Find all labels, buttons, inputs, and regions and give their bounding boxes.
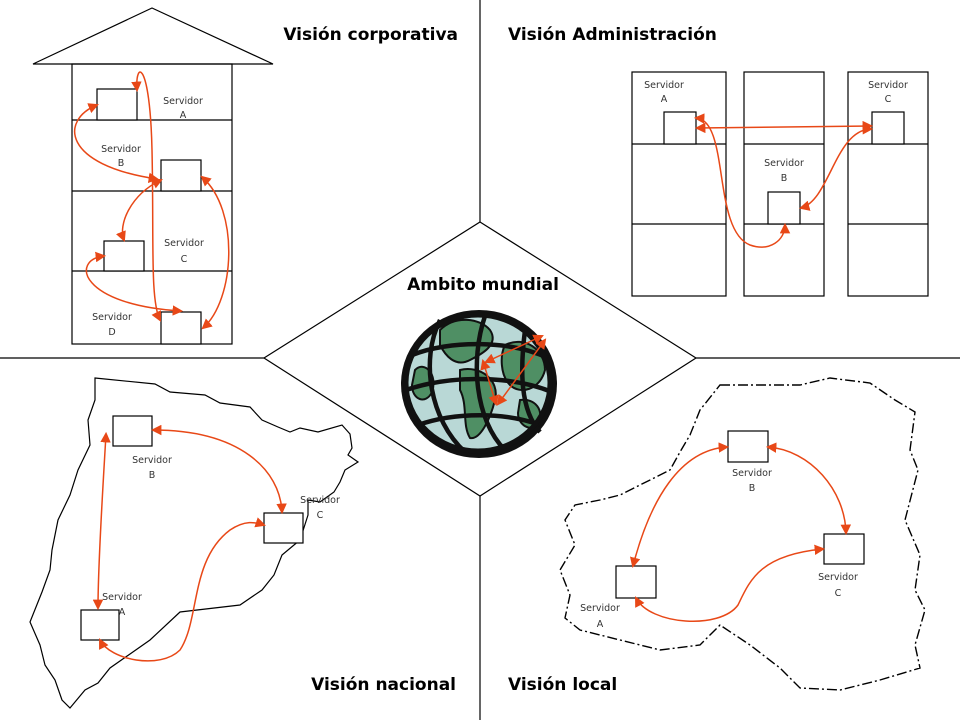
svg-text:A: A (119, 607, 126, 618)
link-corp-a-d (131, 71, 161, 322)
svg-text:B: B (781, 173, 788, 184)
svg-text:C: C (181, 254, 188, 265)
local-server-a-label: Servidor (580, 603, 620, 614)
svg-text:D: D (108, 327, 115, 338)
svg-text:A: A (180, 110, 187, 121)
title-world: Ambito mundial (407, 275, 559, 295)
title-corporate: Visión corporativa (283, 25, 458, 45)
local-links (630, 442, 852, 622)
title-national: Visión nacional (311, 675, 456, 695)
link-nat-b-c (150, 424, 287, 515)
svg-text:C: C (885, 94, 892, 105)
link-corp-c-d (85, 251, 184, 316)
local-servers: Servidor A Servidor B Servidor C (580, 430, 865, 630)
corporate-server-d-box[interactable] (160, 311, 202, 345)
link-admin-a-b (693, 113, 791, 248)
local-server-c-box[interactable] (823, 533, 865, 565)
link-nat-a-c (99, 517, 266, 662)
svg-text:A: A (597, 619, 604, 630)
link-admin-a-c (694, 120, 874, 134)
svg-text:B: B (118, 158, 125, 169)
link-corp-b-c (116, 178, 163, 242)
corporate-server-a-box[interactable] (96, 88, 138, 121)
svg-text:B: B (149, 470, 156, 481)
globe-icon (401, 310, 557, 458)
link-corp-a-b (73, 103, 160, 183)
link-local-b-c (765, 442, 852, 536)
national-links (92, 424, 287, 662)
link-local-a-b (630, 442, 730, 569)
country-outline (29, 377, 360, 709)
world-diamond (262, 221, 698, 497)
title-local: Visión local (508, 675, 617, 695)
national-server-a-label: Servidor (102, 592, 142, 603)
corporate-servers: Servidor A Servidor B Servidor C Servido… (92, 88, 204, 345)
local-server-a-box[interactable] (615, 565, 657, 599)
svg-text:C: C (835, 588, 842, 599)
link-corp-b-d (200, 175, 230, 330)
admin-server-c-box[interactable] (871, 111, 905, 145)
corporate-server-c-box[interactable] (103, 240, 145, 272)
local-server-b-label: Servidor (732, 468, 772, 479)
national-server-a-box[interactable] (80, 609, 120, 641)
admin-towers (631, 71, 929, 297)
link-local-a-c (635, 544, 826, 622)
local-region-outline (559, 377, 926, 691)
title-admin: Visión Administración (508, 25, 717, 45)
admin-server-a-box[interactable] (663, 111, 697, 145)
svg-text:B: B (749, 483, 756, 494)
corporate-server-b-box[interactable] (160, 159, 202, 192)
admin-server-b-label: Servidor (764, 158, 804, 169)
corporate-server-c-label: Servidor (164, 238, 204, 249)
national-server-b-label: Servidor (132, 455, 172, 466)
corporate-links (73, 71, 230, 330)
admin-server-a-label: Servidor (644, 80, 684, 91)
local-server-c-label: Servidor (818, 572, 858, 583)
admin-server-b-box[interactable] (767, 191, 801, 225)
national-server-b-box[interactable] (112, 415, 153, 447)
admin-server-c-label: Servidor (868, 80, 908, 91)
link-nat-a-b (92, 431, 111, 611)
corporate-server-b-label: Servidor (101, 144, 141, 155)
admin-links (693, 113, 874, 248)
national-server-c-label: Servidor (300, 495, 340, 506)
corporate-server-a-label: Servidor (163, 96, 203, 107)
link-admin-b-c (798, 124, 874, 211)
national-server-c-box[interactable] (263, 512, 304, 544)
svg-text:C: C (317, 510, 324, 521)
svg-text:A: A (661, 94, 668, 105)
local-server-b-box[interactable] (727, 430, 769, 463)
admin-servers: Servidor A Servidor B Servidor C (644, 80, 908, 225)
corporate-server-d-label: Servidor (92, 312, 132, 323)
national-servers: Servidor A Servidor B Servidor C (80, 415, 340, 641)
